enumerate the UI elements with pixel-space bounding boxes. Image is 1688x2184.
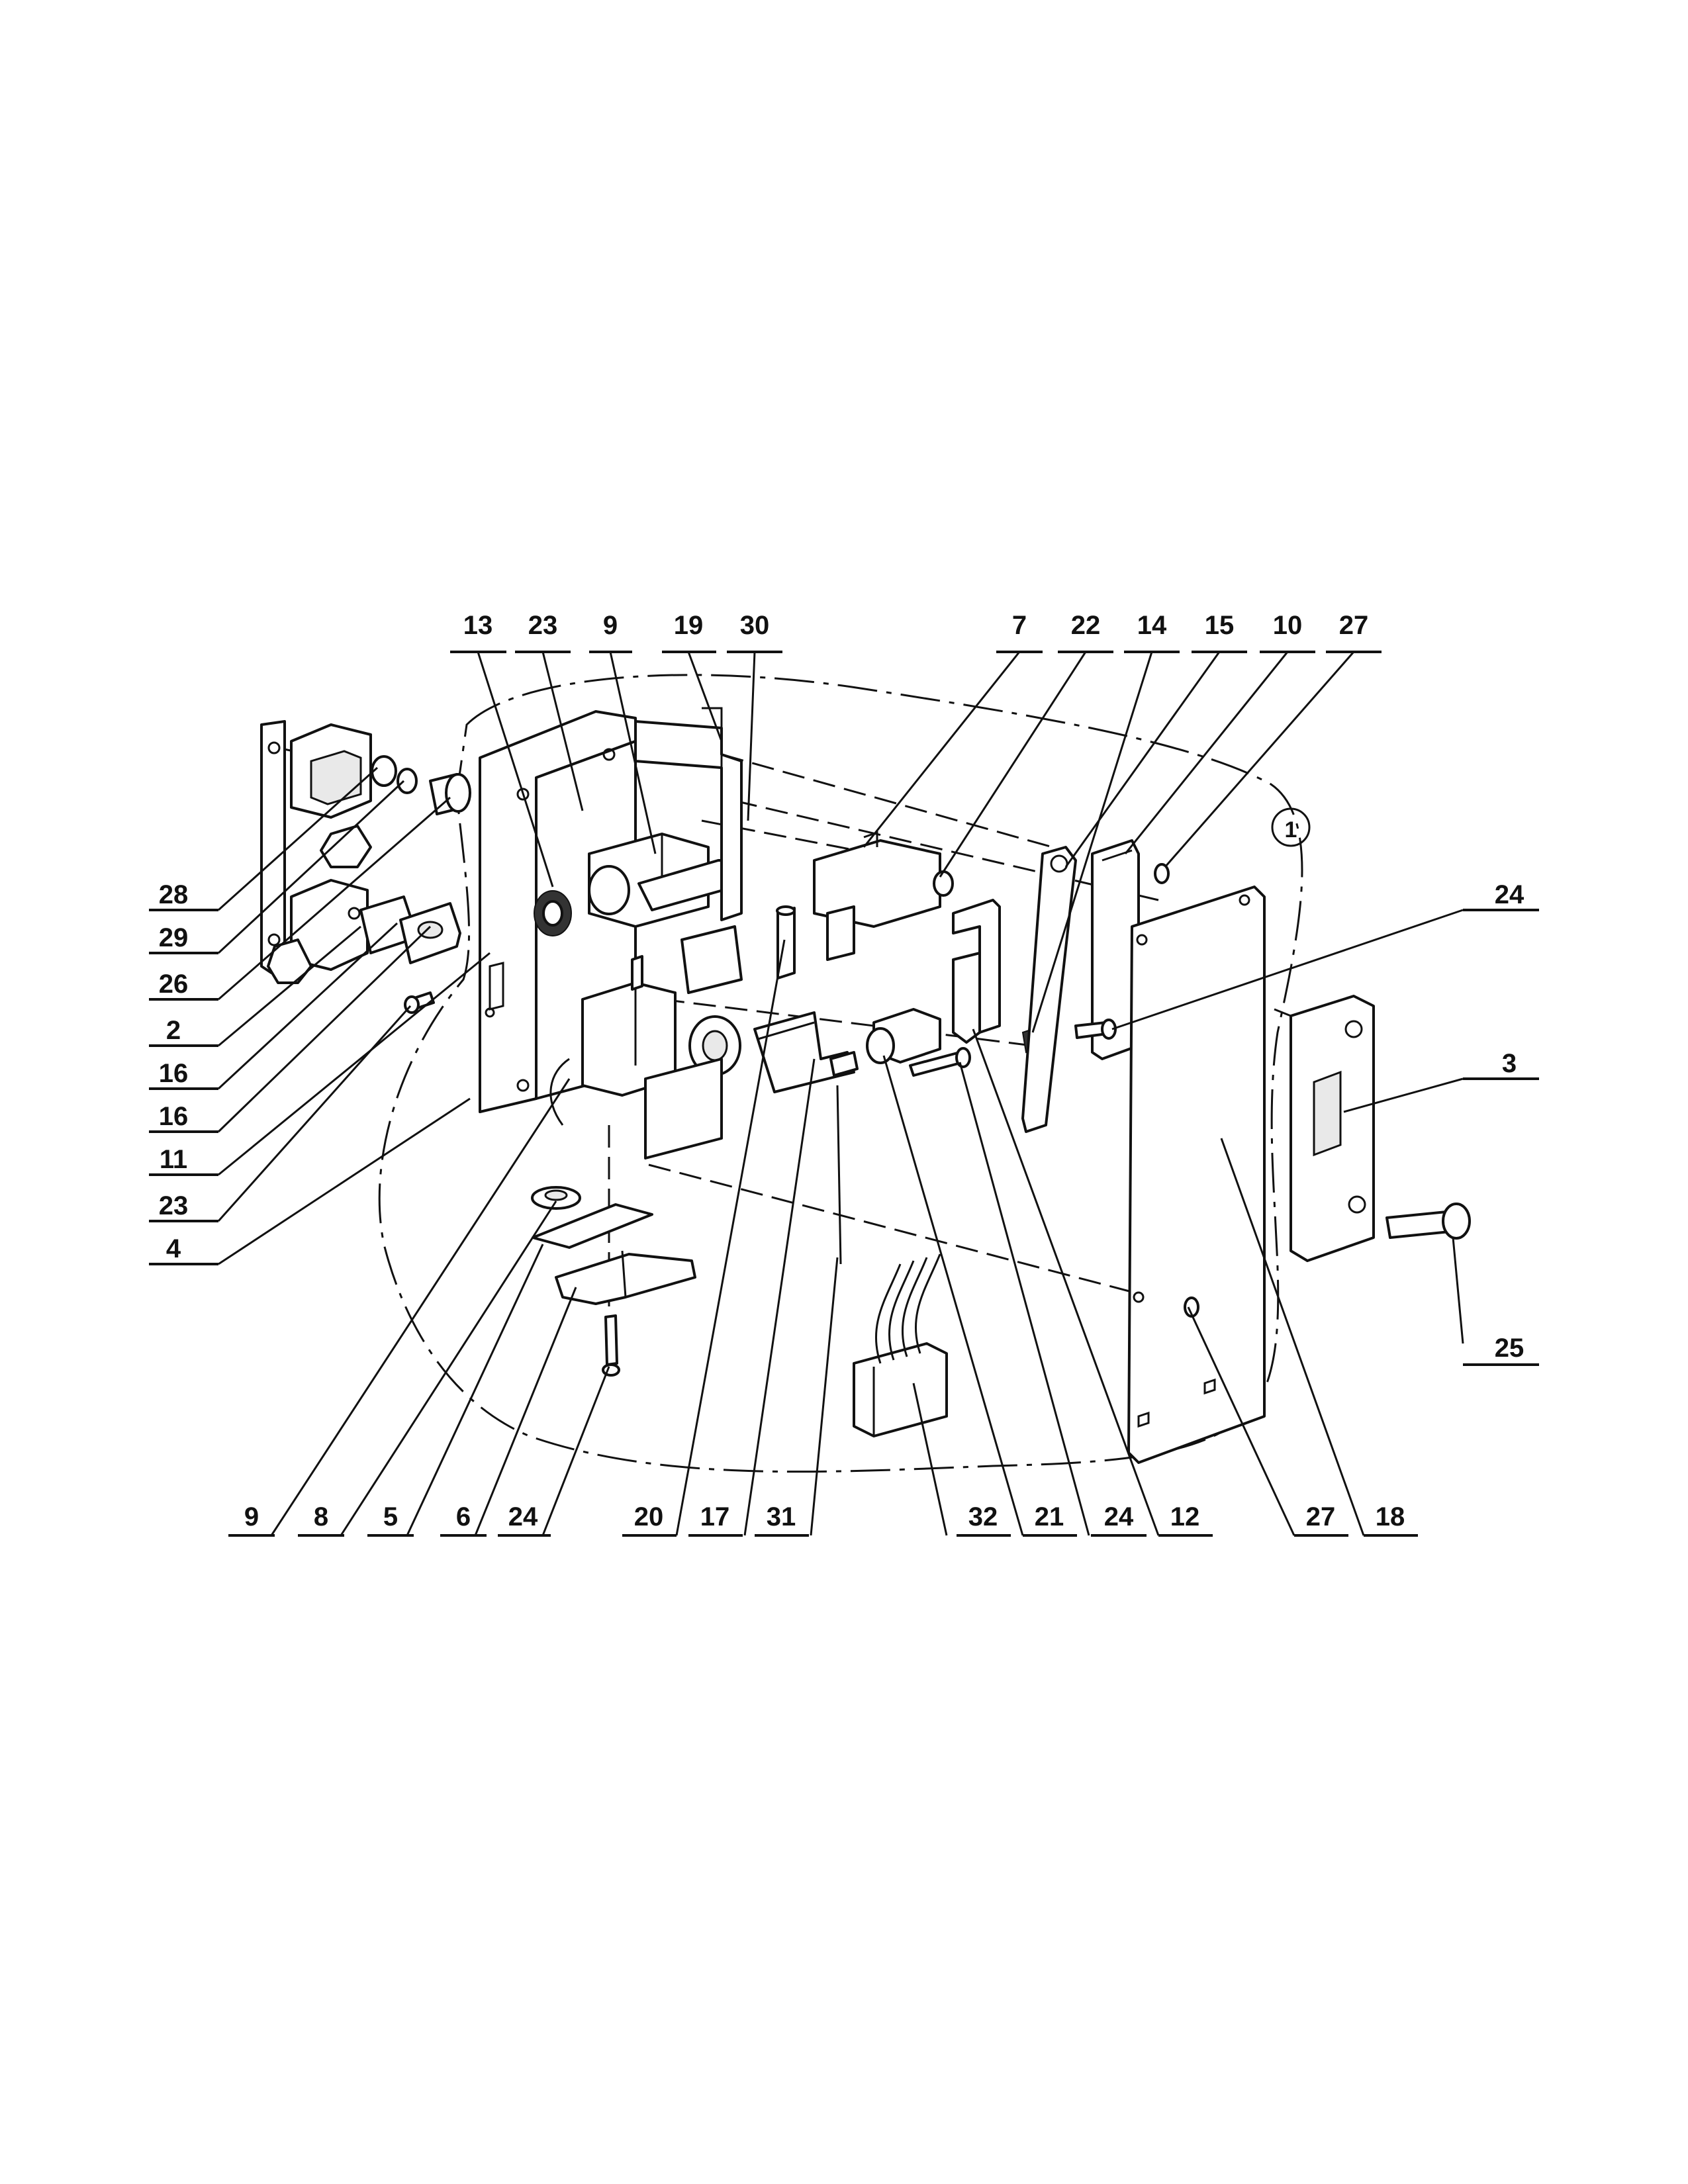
strike-plate: [1274, 995, 1471, 1262]
callout-bottom-24a: 24: [508, 1502, 538, 1531]
callout-top-22: 22: [1071, 611, 1101, 640]
callout-top-23: 23: [528, 611, 558, 640]
callout-bottom-12: 12: [1170, 1502, 1200, 1531]
callout-bottom-24b: 24: [1104, 1502, 1134, 1531]
callout-bottom-17: 17: [700, 1502, 730, 1531]
callout-left-11: 11: [160, 1145, 187, 1174]
left-bracket-assembly: [260, 720, 513, 984]
callout-bottom-32: 32: [968, 1502, 998, 1531]
top-leaders: [477, 651, 1355, 1033]
left-small-screws: [404, 991, 495, 1018]
callout-bottom-9: 9: [244, 1502, 259, 1531]
callout-bottom-31: 31: [767, 1502, 796, 1531]
callout-top-15: 15: [1205, 611, 1235, 640]
top-callouts: 13 23 9 19 30 7 22 14 15 10 27: [450, 611, 1382, 653]
callout-left-23: 23: [159, 1191, 189, 1220]
cover-plate: [1127, 886, 1266, 1464]
callout-top-19: 19: [674, 611, 704, 640]
callout-right-24: 24: [1495, 880, 1524, 909]
callout-bottom-27: 27: [1306, 1502, 1336, 1531]
callout-bottom-8: 8: [314, 1502, 328, 1531]
callout-left-28: 28: [159, 880, 189, 909]
callout-bottom-20: 20: [634, 1502, 664, 1531]
callout-top-7: 7: [1012, 611, 1027, 640]
left-callouts: 28 29 26 2 16 16 11 23 4: [149, 880, 218, 1265]
callout-bottom-5: 5: [383, 1502, 398, 1531]
bottom-parts: [531, 1186, 948, 1437]
bottom-callouts: 9 8 5 6 24 20 17 31 32 21 24 12 27 18: [228, 1502, 1418, 1537]
callout-left-29: 29: [159, 923, 189, 952]
callout-top-27: 27: [1339, 611, 1369, 640]
callout-left-16a: 16: [159, 1059, 189, 1088]
right-callouts: 24 3 25: [1463, 880, 1539, 1366]
assembly-marker-number: 1: [1285, 817, 1297, 842]
callout-left-4: 4: [166, 1234, 181, 1263]
callout-right-25: 25: [1495, 1334, 1524, 1363]
callout-top-10: 10: [1273, 611, 1303, 640]
callout-left-16b: 16: [159, 1102, 189, 1131]
callout-top-14: 14: [1137, 611, 1167, 640]
bottom-leaders: [270, 939, 1365, 1536]
main-housing: [479, 707, 743, 1160]
left-leaders: [217, 766, 491, 1265]
callout-top-9: 9: [603, 611, 618, 640]
callout-top-30: 30: [740, 611, 770, 640]
callout-right-3: 3: [1502, 1049, 1517, 1078]
callout-top-13: 13: [463, 611, 493, 640]
right-leaders: [1111, 909, 1464, 1344]
callout-left-2: 2: [166, 1016, 181, 1045]
callout-bottom-21: 21: [1035, 1502, 1064, 1531]
callout-bottom-18: 18: [1376, 1502, 1405, 1531]
callout-bottom-6: 6: [456, 1502, 471, 1531]
assembly-marker-circle: [1271, 807, 1311, 847]
middle-components: [753, 831, 1170, 1265]
callout-left-26: 26: [159, 970, 189, 999]
